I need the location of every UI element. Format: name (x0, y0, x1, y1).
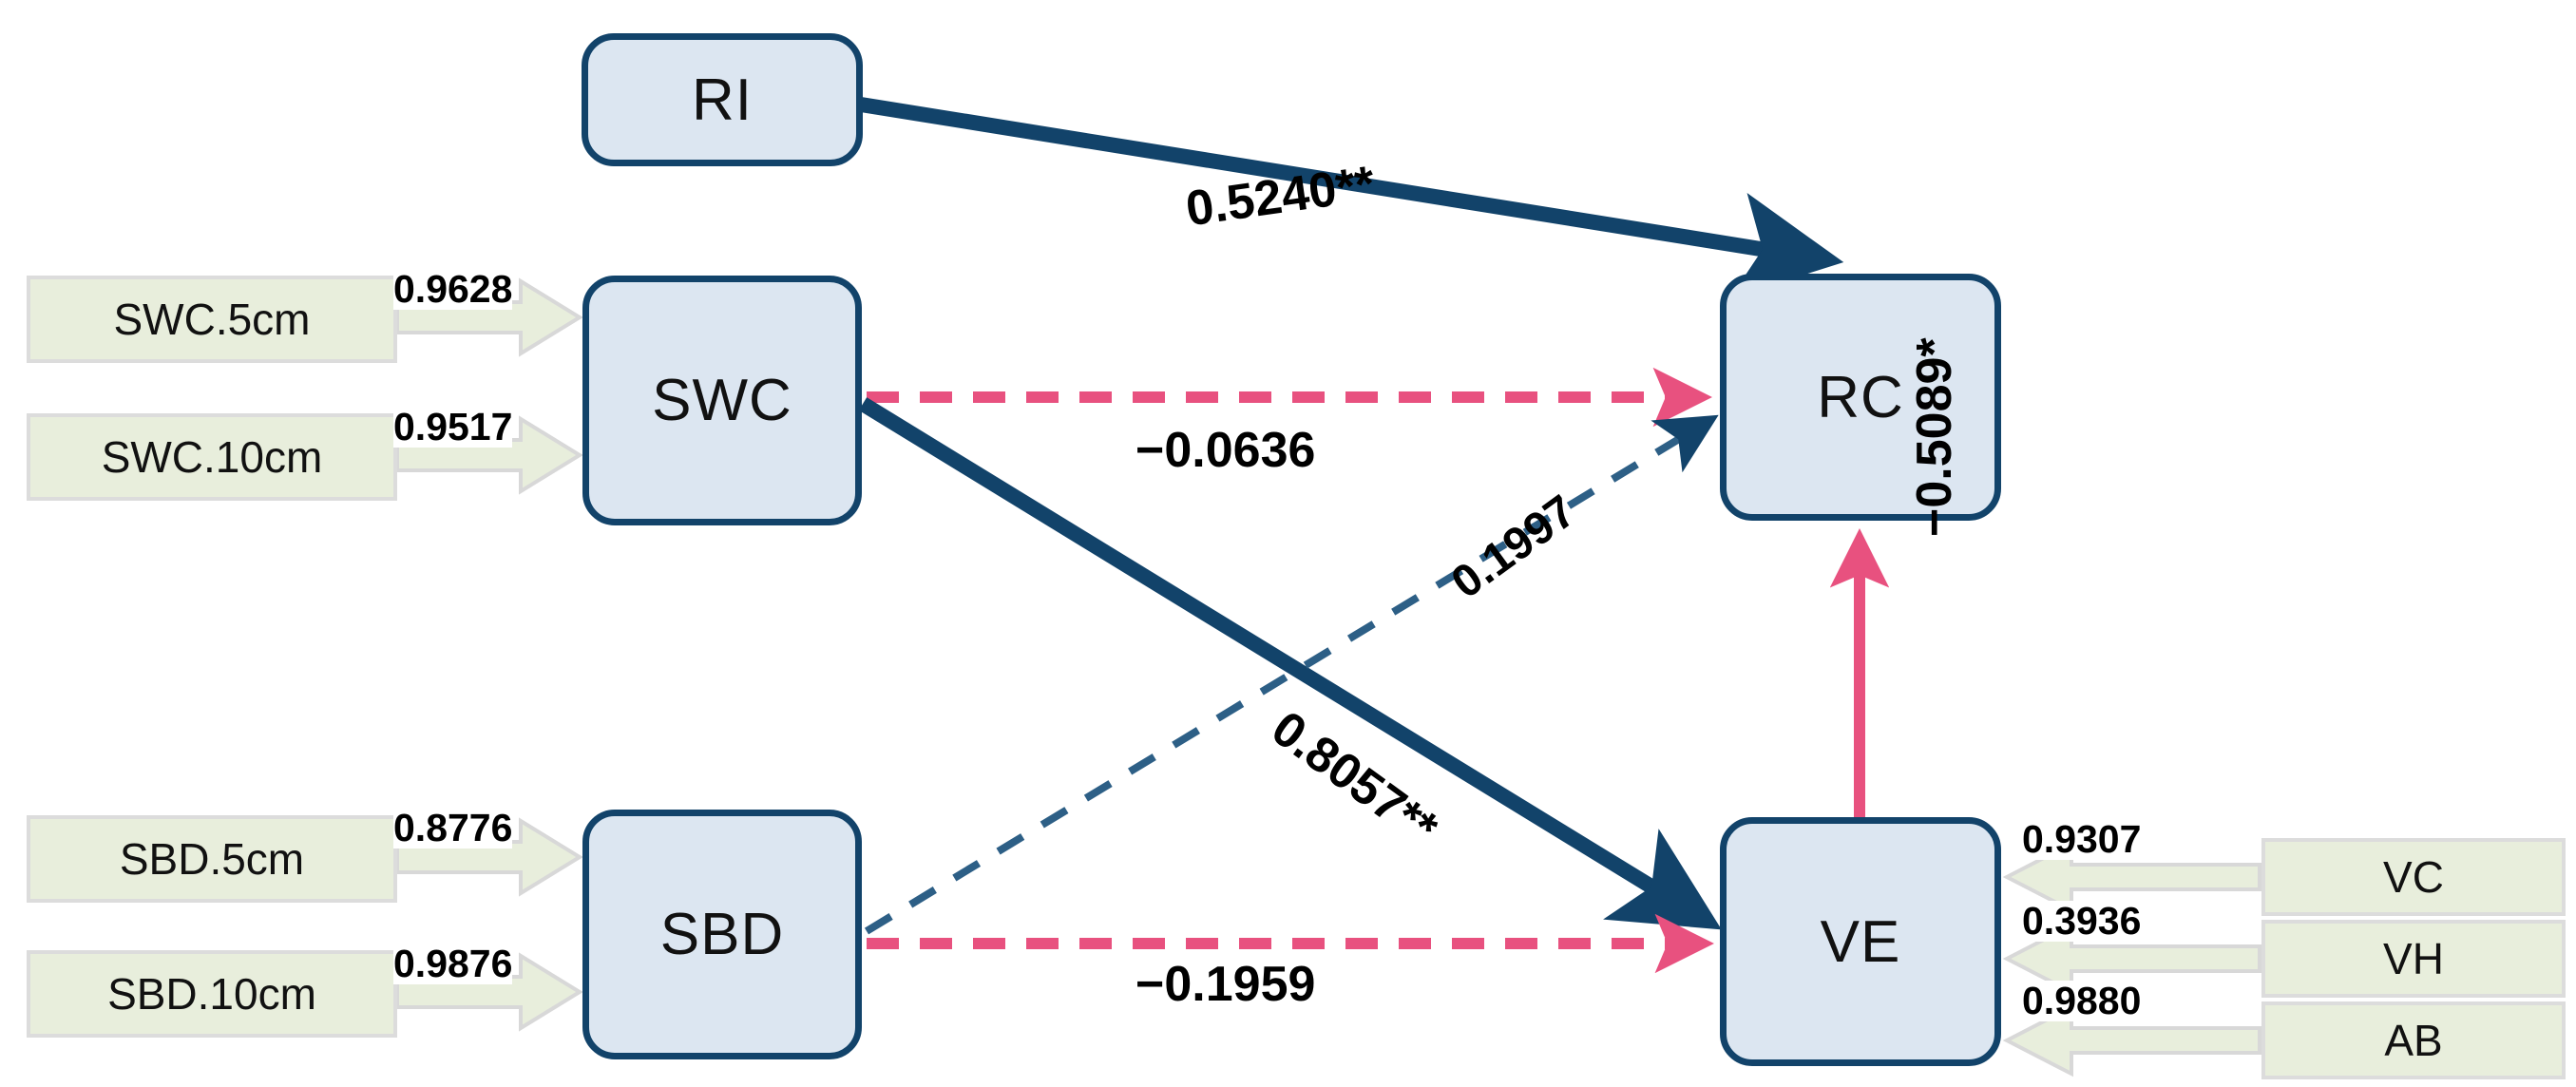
latent-label-sbd: SBD (659, 902, 785, 967)
coefficient-ve-to-rc: −0.5089* (1907, 337, 1962, 537)
latent-label-swc: SWC (652, 368, 792, 433)
loading-arrow-swc5 (395, 277, 583, 357)
loading-arrow-swc10 (395, 415, 583, 495)
loading-arrow-vh (2002, 922, 2261, 996)
latent-box-rc[interactable]: RC (1720, 274, 2001, 521)
loading-arrow-sbd10 (395, 952, 583, 1032)
indicator-box-swc10[interactable]: SWC.10cm (27, 413, 397, 501)
latent-label-ri: RI (692, 67, 753, 133)
indicator-box-swc5[interactable]: SWC.5cm (27, 276, 397, 363)
loading-arrow-vc (2002, 840, 2261, 914)
indicator-label-swc5: SWC.5cm (113, 295, 311, 344)
indicator-box-sbd5[interactable]: SBD.5cm (27, 815, 397, 903)
loading-value-sbd10: 0.9876 (393, 942, 513, 985)
path-swc-to-ve (858, 397, 1722, 930)
path-sbd-to-rc (864, 414, 1719, 935)
coefficient-swc-to-rc: −0.0636 (1135, 423, 1316, 478)
indicator-label-vh: VH (2383, 934, 2444, 983)
loading-value-swc10: 0.9517 (393, 405, 513, 448)
path-ri-to-rc (859, 97, 1844, 298)
latent-label-rc: RC (1817, 364, 1904, 430)
loading-arrow-sbd5 (395, 817, 583, 897)
coefficient-sbd-to-ve: −0.1959 (1135, 957, 1316, 1012)
loading-value-swc5: 0.9628 (393, 267, 513, 311)
indicator-box-sbd10[interactable]: SBD.10cm (27, 950, 397, 1038)
indicator-label-ab: AB (2384, 1016, 2443, 1065)
indicator-box-vh[interactable]: VH (2261, 920, 2566, 998)
loading-value-vc: 0.9307 (2022, 817, 2142, 861)
latent-box-sbd[interactable]: SBD (582, 810, 862, 1059)
indicator-box-vc[interactable]: VC (2261, 838, 2566, 916)
indicator-label-vc: VC (2383, 852, 2444, 902)
indicator-box-ab[interactable]: AB (2261, 1001, 2566, 1079)
latent-box-ve[interactable]: VE (1720, 817, 2001, 1066)
latent-label-ve: VE (1820, 908, 1901, 975)
indicator-label-sbd5: SBD.5cm (119, 834, 305, 884)
indicator-label-swc10: SWC.10cm (101, 432, 323, 482)
loading-value-sbd5: 0.8776 (393, 806, 513, 849)
loading-value-ab: 0.9880 (2022, 979, 2142, 1022)
latent-box-swc[interactable]: SWC (582, 276, 862, 525)
loading-arrow-ab (2002, 1003, 2261, 1077)
latent-box-ri[interactable]: RI (582, 33, 863, 166)
indicator-label-sbd10: SBD.10cm (107, 969, 316, 1019)
loading-value-vh: 0.3936 (2022, 899, 2142, 943)
